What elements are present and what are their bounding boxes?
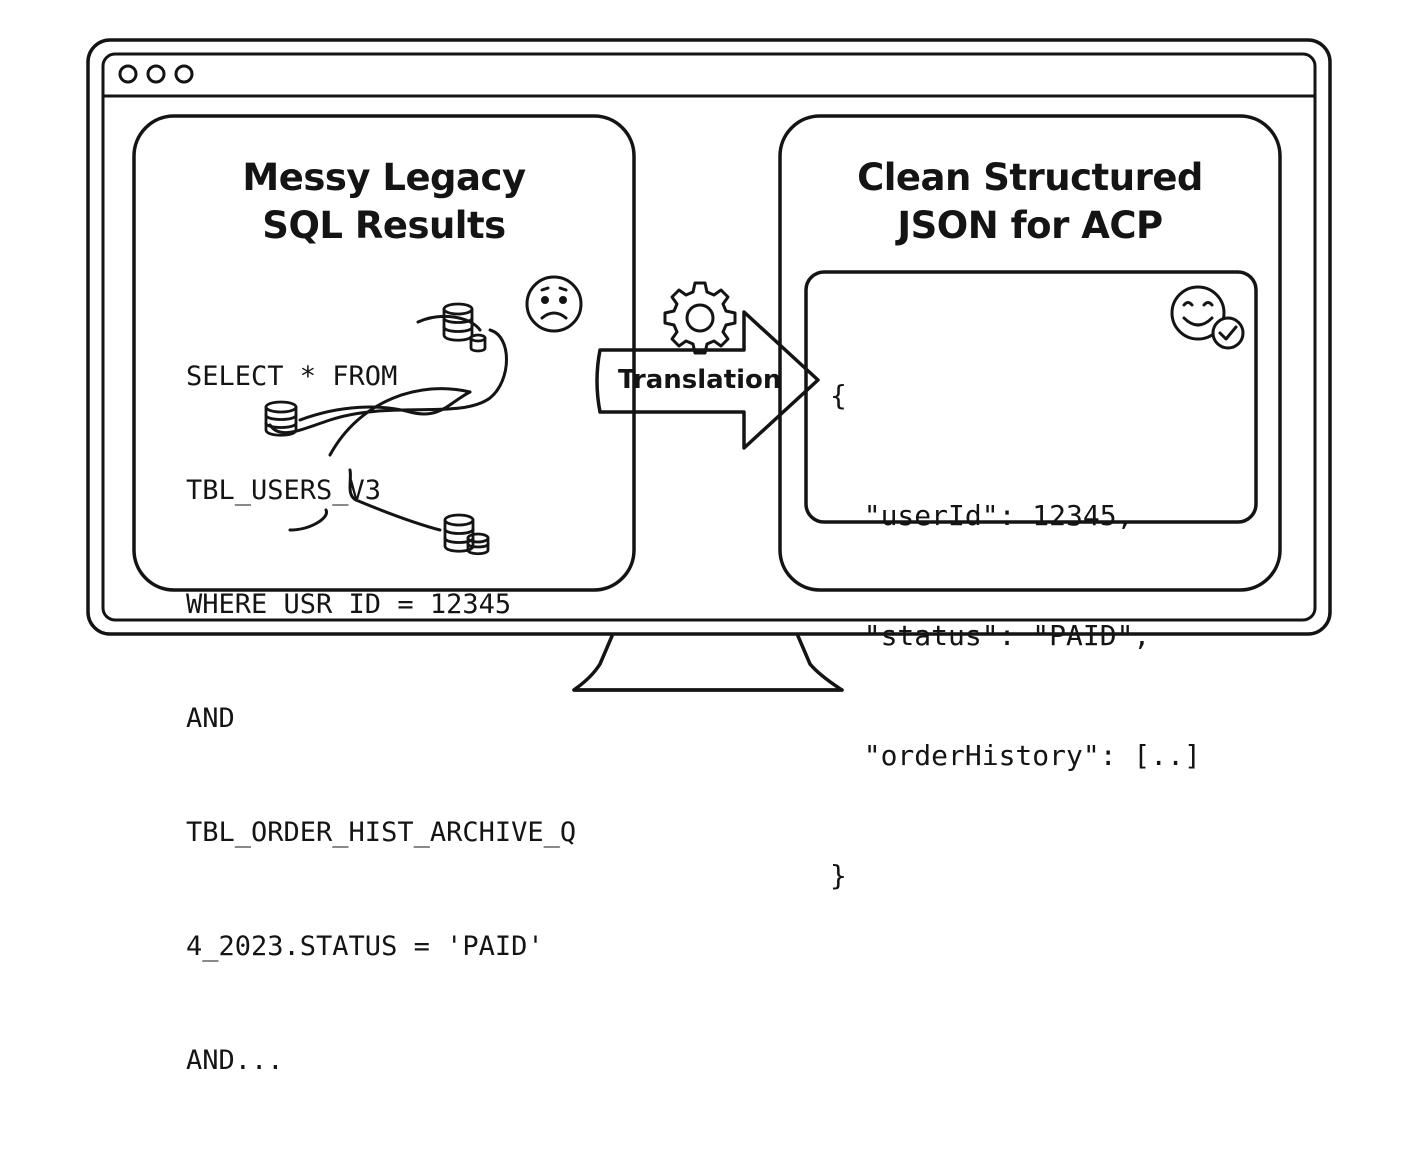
left-panel-box [132, 114, 636, 592]
right-title-line-2: JSON for ACP [897, 204, 1163, 247]
json-line: { [830, 379, 847, 412]
json-output-text: { "userId": 12345, "status": "PAID", "or… [830, 296, 1201, 976]
window-dot-1 [118, 64, 138, 84]
monitor-drawing [86, 38, 1332, 692]
left-title-line-1: Messy Legacy [242, 156, 526, 199]
json-box [804, 270, 1258, 524]
right-title-line-1: Clean Structured [857, 156, 1203, 199]
translation-arrow [595, 310, 820, 450]
json-line: "userId": 12345, [830, 499, 1134, 532]
database-icon [264, 400, 298, 437]
left-title-line-2: SQL Results [262, 204, 506, 247]
database-icon [443, 513, 490, 556]
sql-line: AND... [186, 1045, 284, 1076]
json-line: "orderHistory": [..] [830, 739, 1201, 772]
window-dot-2 [146, 64, 166, 84]
database-icon [442, 302, 487, 353]
sad-face-icon [525, 275, 583, 333]
sql-line: 4_2023.STATUS = 'PAID' [186, 931, 544, 962]
window-dot-3 [174, 64, 194, 84]
monitor-frame [86, 38, 1332, 636]
sql-line: TBL_USERS_V3 [186, 475, 382, 506]
sql-line: SELECT * FROM [186, 361, 398, 392]
tangled-connections [268, 315, 508, 532]
sql-line: AND [186, 703, 235, 734]
left-panel-title: Messy Legacy SQL Results [134, 154, 634, 250]
right-panel-title: Clean Structured JSON for ACP [780, 154, 1280, 250]
window-controls [118, 64, 194, 84]
sql-query-text: SELECT * FROM TBL_USERS_V3 WHERE USR_ID … [186, 282, 576, 1156]
happy-face-check-icon [1170, 285, 1245, 350]
right-panel-box [778, 114, 1282, 592]
monitor-stand [572, 634, 844, 692]
gear-icon [663, 281, 737, 355]
sql-line: TBL_ORDER_HIST_ARCHIVE_Q [186, 817, 577, 848]
monitor-diagram: Messy Legacy SQL Results SELECT * FROM T… [86, 38, 1332, 1076]
json-line: } [830, 859, 847, 892]
translation-label: Translation [618, 365, 782, 395]
json-line: "status": "PAID", [830, 619, 1151, 652]
sql-line: WHERE USR_ID = 12345 [186, 589, 512, 620]
